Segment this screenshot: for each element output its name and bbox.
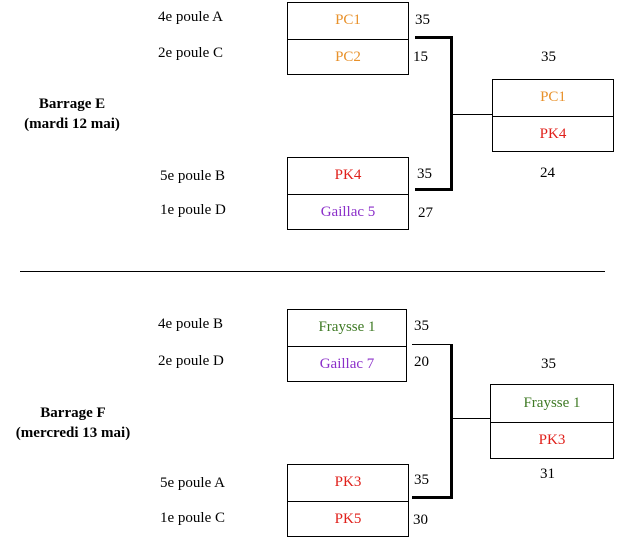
score: 31 bbox=[540, 466, 555, 482]
score: 35 bbox=[541, 49, 556, 65]
bracket-line bbox=[412, 344, 452, 345]
seed-label: 1e poule D bbox=[160, 202, 226, 218]
score: 35 bbox=[417, 166, 432, 182]
score: 35 bbox=[414, 318, 429, 334]
bracket-line bbox=[450, 36, 453, 191]
team-name: PK3 bbox=[491, 421, 613, 460]
team-name: PC1 bbox=[335, 12, 361, 29]
score: 24 bbox=[540, 165, 555, 181]
bracket-line bbox=[415, 36, 453, 39]
bracket-line bbox=[415, 188, 453, 191]
match-box: PK3 PK5 bbox=[287, 464, 409, 537]
team-name: PC1 bbox=[540, 89, 566, 106]
match-box: Fraysse 1 Gaillac 7 bbox=[287, 309, 407, 382]
score: 20 bbox=[414, 354, 429, 370]
section-divider bbox=[20, 271, 605, 272]
seed-label: 5e poule B bbox=[160, 168, 225, 184]
barrage-e-title-name: Barrage E bbox=[38, 96, 106, 112]
match-box: PC1 PC2 bbox=[287, 2, 409, 75]
score: 35 bbox=[541, 356, 556, 372]
seed-label: 5e poule A bbox=[160, 475, 225, 491]
score: 35 bbox=[415, 12, 430, 28]
team-name: PK4 bbox=[334, 167, 362, 184]
final-box: PC1 PK4 bbox=[492, 79, 614, 152]
barrage-e-title-date: (mardi 12 mai) bbox=[24, 116, 120, 132]
team-name: Gaillac 5 bbox=[288, 193, 408, 231]
barrage-f-title-name: Barrage F bbox=[40, 405, 106, 421]
barrage-e-title: Barrage E (mardi 12 mai) bbox=[2, 94, 142, 134]
seed-label: 2e poule D bbox=[158, 353, 224, 369]
score: 15 bbox=[413, 49, 428, 65]
bracket-line bbox=[453, 114, 493, 115]
barrage-f-title: Barrage F (mercredi 13 mai) bbox=[0, 403, 146, 443]
seed-label: 4e poule B bbox=[158, 316, 223, 332]
seed-label: 4e poule A bbox=[158, 9, 223, 25]
team-name: PK3 bbox=[334, 474, 362, 491]
score: 27 bbox=[418, 205, 433, 221]
team-name: Fraysse 1 bbox=[318, 319, 376, 336]
seed-label: 2e poule C bbox=[158, 45, 223, 61]
match-box: PK4 Gaillac 5 bbox=[287, 157, 409, 230]
team-name: PK4 bbox=[493, 115, 613, 153]
team-name: Fraysse 1 bbox=[523, 394, 581, 411]
bracket-line bbox=[453, 418, 491, 419]
bracket-line bbox=[412, 496, 452, 499]
team-name: Gaillac 7 bbox=[288, 345, 406, 383]
score: 30 bbox=[413, 512, 428, 528]
seed-label: 1e poule C bbox=[160, 510, 225, 526]
score: 35 bbox=[414, 472, 429, 488]
barrage-f-title-date: (mercredi 13 mai) bbox=[15, 425, 131, 441]
bracket-line bbox=[450, 344, 453, 499]
team-name: PC2 bbox=[288, 38, 408, 76]
team-name: PK5 bbox=[288, 500, 408, 538]
final-box: Fraysse 1 PK3 bbox=[490, 384, 614, 459]
